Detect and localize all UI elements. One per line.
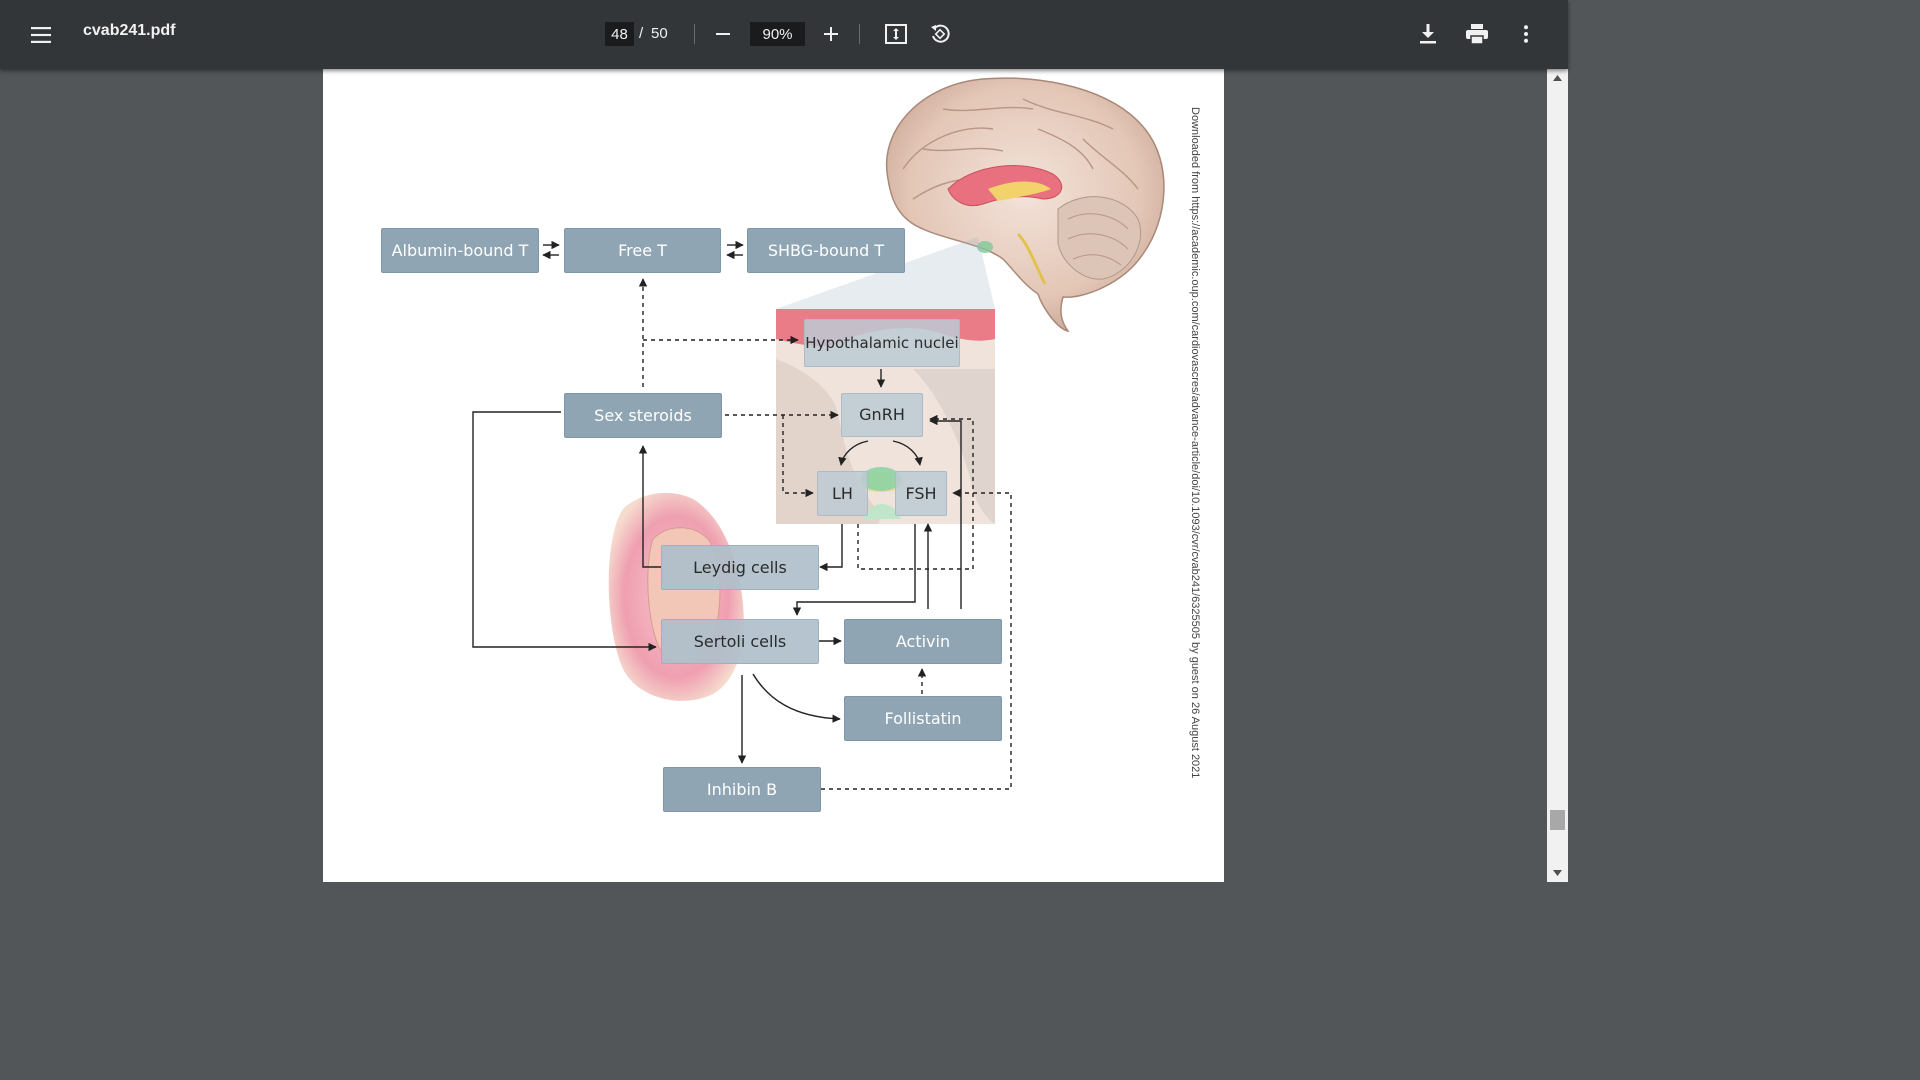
box-shbg-bound-t: SHBG-bound T — [747, 228, 905, 273]
hamburger-menu-icon[interactable] — [26, 20, 56, 50]
box-lh: LH — [817, 471, 868, 516]
download-side-note: Downloaded from https://academic.oup.com… — [1187, 107, 1201, 827]
plus-icon[interactable] — [818, 20, 844, 48]
document-title: cvab241.pdf — [83, 22, 176, 39]
fit-to-page-icon[interactable] — [882, 20, 910, 48]
page-number-input[interactable] — [605, 22, 634, 46]
page-total: 50 — [651, 25, 668, 42]
toolbar-divider — [859, 24, 860, 44]
box-albumin-bound-t: Albumin-bound T — [381, 228, 539, 273]
box-sex-steroids: Sex steroids — [564, 393, 722, 438]
rotate-counterclockwise-icon[interactable] — [926, 20, 954, 48]
more-vertical-icon[interactable] — [1512, 20, 1540, 48]
scroll-up-arrow-icon[interactable] — [1547, 69, 1568, 87]
box-hypothalamic-nuclei: Hypothalamic nuclei — [804, 319, 960, 367]
pdf-toolbar: cvab241.pdf / 50 — [0, 0, 1568, 69]
print-icon[interactable] — [1462, 20, 1492, 48]
vertical-scrollbar[interactable] — [1547, 69, 1568, 882]
toolbar-divider — [694, 24, 695, 44]
download-icon[interactable] — [1414, 20, 1442, 48]
testis-illustration — [608, 492, 744, 701]
scrollbar-thumb[interactable] — [1550, 810, 1565, 830]
minus-icon[interactable] — [710, 20, 736, 48]
figure-illustration — [472, 77, 1165, 790]
box-leydig-cells: Leydig cells — [661, 545, 819, 590]
pdf-page: Albumin-bound T Free T SHBG-bound T Hypo… — [323, 69, 1224, 882]
box-fsh: FSH — [895, 471, 947, 516]
box-follistatin: Follistatin — [844, 696, 1002, 741]
box-gnrh: GnRH — [841, 393, 923, 437]
box-free-t: Free T — [564, 228, 721, 273]
zoom-level-input[interactable] — [750, 22, 805, 46]
scroll-down-arrow-icon[interactable] — [1547, 864, 1568, 882]
box-activin: Activin — [844, 619, 1002, 664]
brain-illustration — [776, 77, 1165, 333]
box-inhibin-b: Inhibin B — [663, 767, 821, 812]
page-separator: / — [639, 25, 644, 42]
box-sertoli-cells: Sertoli cells — [661, 619, 819, 664]
download-note-text: Downloaded from https://academic.oup.com… — [1189, 107, 1201, 779]
